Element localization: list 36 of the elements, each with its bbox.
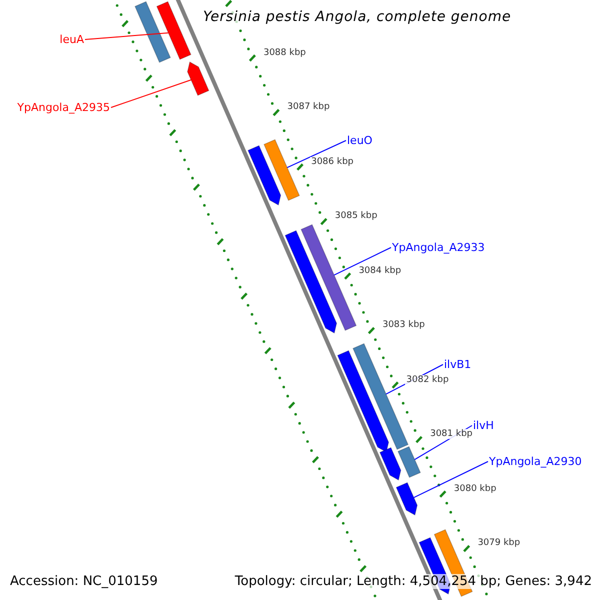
gene-bar: [397, 446, 421, 478]
gene-bar: [300, 224, 357, 331]
gene-bar: [134, 1, 171, 63]
gene-bar: [263, 139, 300, 201]
accession-text: Accession: NC_010159: [10, 574, 158, 589]
gene-label: leuA: [60, 33, 84, 46]
leader-line: [413, 461, 488, 498]
scale-label: 3081 kbp: [429, 429, 474, 440]
gene-label: leuO: [347, 134, 372, 147]
gene-label: ilvB1: [444, 358, 472, 371]
gene-feature: [379, 447, 402, 481]
gene-label: YpAngola_A2935: [17, 101, 110, 114]
gene-bar: [352, 343, 409, 450]
gene-label: YpAngola_A2930: [489, 455, 582, 468]
scale-label: 3084 kbp: [358, 266, 402, 276]
scale-label: 3082 kbp: [405, 374, 450, 385]
leader-line: [84, 32, 169, 40]
leader-line: [334, 247, 392, 276]
scale-label: 3088 kbp: [262, 48, 307, 58]
gene-feature: [396, 482, 418, 516]
leader-line: [286, 140, 346, 168]
gene-feature: [284, 230, 338, 334]
gene-feature: [187, 61, 210, 96]
gene-label: ilvH: [473, 419, 494, 432]
scale-label: 3086 kbp: [310, 156, 354, 167]
scale-label: 3080 kbp: [452, 484, 498, 494]
gene-bar: [156, 1, 192, 60]
genome-stats-text: Topology: circular; Length: 4,504,254 bp; Genes: 3,942: [234, 574, 592, 589]
scale-label: 3083 kbp: [381, 320, 426, 330]
leader-line: [110, 79, 192, 108]
scale-label: 3079 kbp: [476, 538, 522, 548]
gene-feature: [337, 350, 390, 453]
scale-label: 3087 kbp: [286, 102, 331, 112]
scale-label: 3085 kbp: [334, 211, 378, 222]
gene-feature: [247, 145, 282, 206]
gene-label: YpAngola_A2933: [392, 241, 485, 254]
